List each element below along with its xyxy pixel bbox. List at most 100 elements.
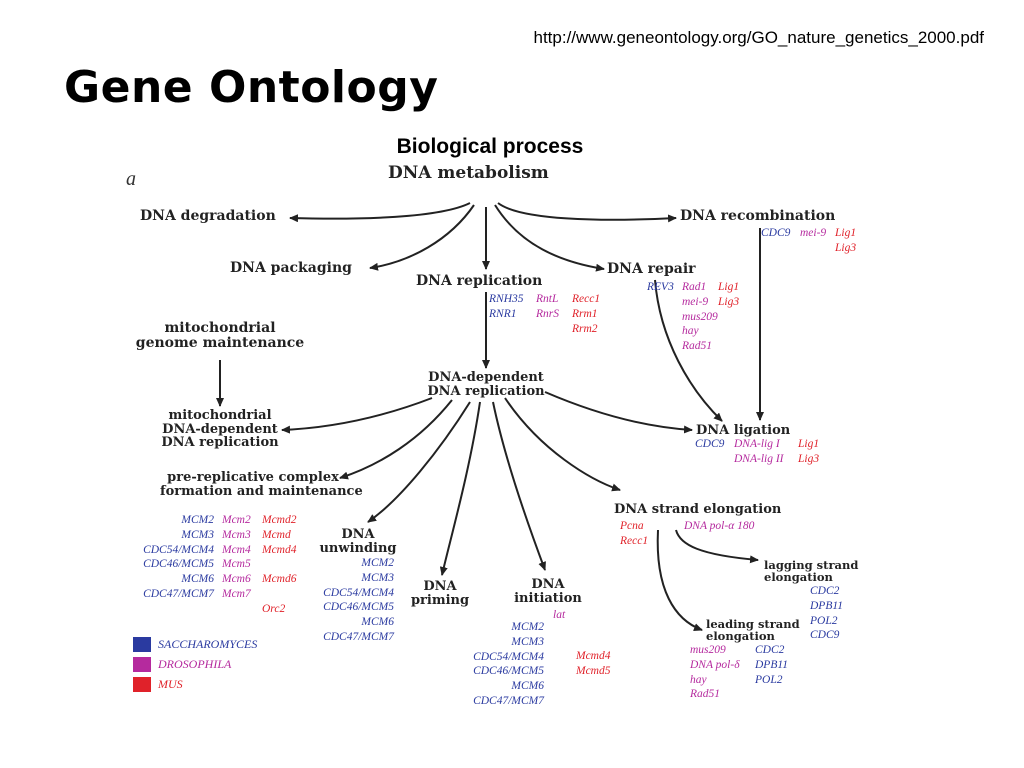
gene-item: Orc2 <box>262 602 286 615</box>
gene-item: MCM2 <box>181 514 214 526</box>
gene-item: MCM6 <box>511 680 544 693</box>
node-dna-unwinding: DNA unwinding <box>318 528 398 555</box>
page-title: Gene Ontology <box>64 62 439 113</box>
gene-recomb-yeast: CDC9 <box>761 227 791 239</box>
node-mito-dna-dependent-replication: mitochondrial DNA-dependent DNA replicat… <box>158 409 282 450</box>
node-dna-priming: DNA priming <box>408 580 472 607</box>
gene-item <box>262 587 297 602</box>
gene-item: RntL <box>536 293 559 305</box>
node-lagging-line2: elongation <box>764 570 833 585</box>
gene-item: Mcmd2 <box>262 514 297 526</box>
node-dna-dependent-line2: DNA replication <box>427 383 545 399</box>
gene-item: DNA-lig I <box>734 438 780 450</box>
node-dna-dependent-replication: DNA-dependent DNA replication <box>422 371 550 398</box>
node-unwinding-line1: DNA <box>341 527 375 542</box>
node-dna-degradation: DNA degradation <box>140 208 276 224</box>
gene-list-leading-fly: mus209 DNA pol-δ hay Rad51 <box>690 643 740 702</box>
gene-item: DNA-lig II <box>734 452 784 465</box>
gene-item: Lig3 <box>835 241 857 254</box>
diagram-subtitle: Biological process <box>396 135 584 158</box>
gene-item: CDC2 <box>810 585 840 597</box>
legend-label-saccharomyces: SACCHAROMYCES <box>158 637 258 651</box>
arrow-dnadep-elongation <box>504 397 621 492</box>
gene-item: Mcm3 <box>222 528 251 541</box>
gene-item <box>262 557 297 572</box>
gene-item: RNH35 <box>489 293 524 305</box>
gene-item: Mcmd4 <box>262 543 297 556</box>
gene-item: Recc1 <box>620 534 649 547</box>
gene-list-replication-mouse: Recc1 Rrm1 Rrm2 <box>572 292 600 336</box>
gene-initiation-fly: lat <box>553 609 566 621</box>
gene-item: DPB11 <box>810 599 844 612</box>
gene-item: MCM6 <box>181 573 214 586</box>
gene-item: DNA pol-δ <box>690 658 740 671</box>
gene-list-initiation-mouse: Mcmd4 Mcmd5 <box>576 649 611 679</box>
gene-list-replication-fly: RntL RnrS <box>536 292 559 322</box>
arrow-elongation-leading <box>656 529 703 631</box>
node-initiation-line1: DNA <box>531 577 565 592</box>
gene-item: CDC2 <box>755 644 785 656</box>
node-dna-strand-elongation: DNA strand elongation <box>614 502 782 517</box>
arrow-dnadep-prerep <box>339 399 453 480</box>
gene-item: Recc1 <box>572 293 601 305</box>
node-leading-line1: leading strand <box>706 617 800 631</box>
gene-item: CDC54/MCM4 <box>323 586 394 599</box>
gene-item: CDC46/MCM5 <box>143 558 214 571</box>
node-mito-genome-maintenance-line1: mitochondrial <box>164 320 276 336</box>
node-dna-packaging: DNA packaging <box>230 260 352 276</box>
gene-item: Rrm1 <box>572 307 598 320</box>
node-dna-initiation: DNA initiation <box>512 578 584 605</box>
gene-recomb-fly: mei-9 <box>800 227 827 239</box>
node-unwinding-line2: unwinding <box>319 540 397 556</box>
node-dna-repair: DNA repair <box>607 261 696 277</box>
source-url[interactable]: http://www.geneontology.org/GO_nature_ge… <box>533 28 985 47</box>
gene-elongation-fly: DNA pol-α 180 <box>684 520 755 532</box>
gene-item: DPB11 <box>755 658 789 671</box>
arrow-dnadep-unwinding <box>367 401 471 523</box>
legend-swatch-mus <box>133 677 151 692</box>
gene-item: CDC54/MCM4 <box>143 543 214 556</box>
node-mito-dna-dep-line3: DNA replication <box>161 435 279 451</box>
gene-item: CDC47/MCM7 <box>473 694 544 707</box>
gene-item: CDC54/MCM4 <box>473 650 544 663</box>
gene-item: mus209 <box>690 644 726 656</box>
gene-item: Rad51 <box>682 340 713 353</box>
arrow-dnadep-ligation <box>544 391 693 434</box>
gene-item: Mcmd6 <box>262 573 297 586</box>
node-initiation-line2: initiation <box>514 590 582 606</box>
arrow-metabolism-packaging <box>369 204 475 271</box>
legend-swatch-saccharomyces <box>133 637 151 652</box>
node-prerep-line1: pre-replicative complex <box>167 470 339 485</box>
gene-item: RNR1 <box>489 307 517 320</box>
gene-item: Mcmd <box>262 528 291 541</box>
gene-item: Mcm6 <box>222 573 251 586</box>
gene-item: mus209 <box>682 310 718 323</box>
gene-item: hay <box>682 325 699 338</box>
gene-ligation-yeast: CDC9 <box>695 438 725 450</box>
panel-label: a <box>126 168 136 190</box>
arrow-elongation-lagging <box>675 529 759 564</box>
gene-item: Lig3 <box>798 452 820 465</box>
gene-item: Mcmd4 <box>576 650 611 662</box>
node-dna-ligation: DNA ligation <box>696 423 791 438</box>
node-dna-dependent-line1: DNA-dependent <box>428 370 544 385</box>
gene-item: Mcm5 <box>222 558 251 571</box>
gene-item: MCM2 <box>511 621 544 633</box>
gene-item: Rad51 <box>690 688 721 701</box>
node-mito-genome-maintenance: mitochondrial genome maintenance <box>130 321 310 350</box>
gene-item: Lig3 <box>718 295 740 308</box>
gene-item: MCM3 <box>361 571 394 584</box>
gene-item: POL2 <box>810 614 838 627</box>
gene-item: Rad1 <box>682 281 707 293</box>
legend-swatch-drosophila <box>133 657 151 672</box>
gene-list-elongation-mouse: Pcna Recc1 <box>620 519 648 549</box>
gene-item: Mcm4 <box>222 543 251 556</box>
legend-label-drosophila: DROSOPHILA <box>158 657 232 671</box>
node-mito-genome-maintenance-line2: genome maintenance <box>135 334 305 351</box>
gene-list-lagging-yeast: CDC2 DPB11 POL2 CDC9 <box>810 584 843 643</box>
node-dna-metabolism: DNA metabolism <box>388 163 549 183</box>
gene-item: CDC46/MCM5 <box>323 601 394 614</box>
gene-item: CDC46/MCM5 <box>473 665 544 678</box>
node-dna-replication: DNA replication <box>416 273 543 289</box>
